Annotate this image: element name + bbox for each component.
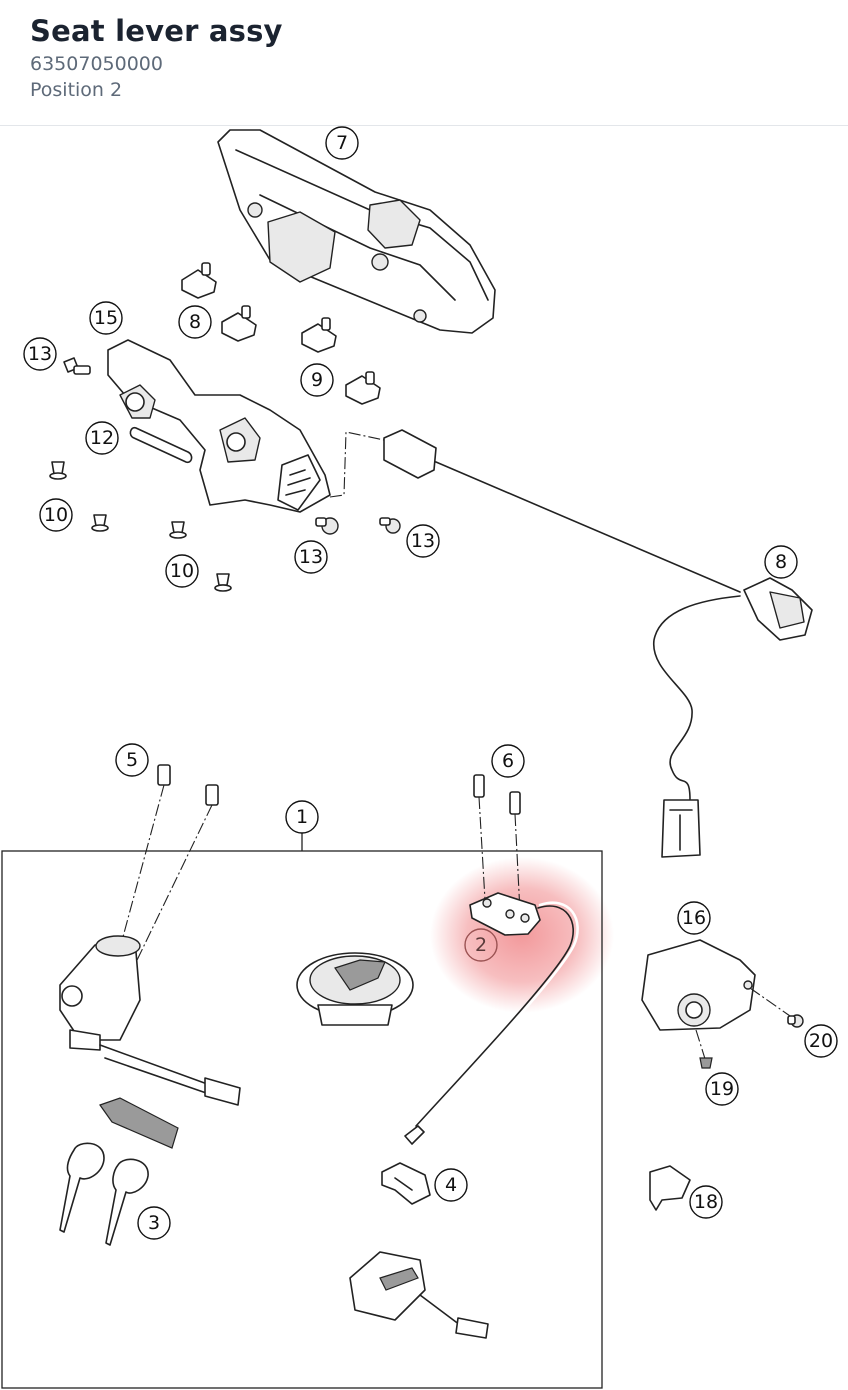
svg-text:8: 8 [775, 551, 787, 573]
svg-text:10: 10 [170, 560, 194, 582]
callout-6[interactable]: 6 [491, 744, 525, 778]
callout-12[interactable]: 12 [85, 421, 119, 455]
svg-text:5: 5 [126, 749, 138, 771]
svg-text:12: 12 [90, 427, 114, 449]
pin-part-12[interactable] [129, 426, 193, 464]
ignition-lock-part-3[interactable] [59, 935, 241, 1246]
lock-housing-part-16[interactable] [641, 939, 791, 1063]
callout-2[interactable]: 2 [464, 928, 498, 962]
fuel-cap[interactable] [296, 952, 414, 1026]
callout-19[interactable]: 19 [705, 1072, 739, 1106]
callout-13b[interactable]: 13 [294, 540, 328, 574]
svg-text:1: 1 [296, 806, 308, 828]
callout-5[interactable]: 5 [115, 743, 149, 777]
screw-part-13[interactable] [63, 357, 401, 535]
callout-4[interactable]: 4 [434, 1168, 468, 1202]
callout-8[interactable]: 8 [764, 545, 798, 579]
svg-text:16: 16 [682, 907, 706, 929]
svg-text:13: 13 [28, 343, 52, 365]
callout-10b[interactable]: 10 [165, 554, 199, 588]
clip-part-18[interactable] [649, 1165, 691, 1211]
control-module[interactable] [349, 1251, 489, 1339]
callout-9b[interactable]: 9 [300, 363, 334, 397]
svg-text:13: 13 [299, 546, 323, 568]
svg-text:4: 4 [445, 1174, 457, 1196]
svg-text:10: 10 [44, 504, 68, 526]
callout-13a[interactable]: 13 [23, 337, 57, 371]
bracket-part-15[interactable] [107, 339, 331, 513]
screw-part-20[interactable] [787, 1014, 804, 1028]
svg-text:7: 7 [336, 132, 348, 154]
part-title: Seat lever assy [30, 14, 283, 48]
bolt-part-10[interactable] [49, 461, 232, 592]
callout-1[interactable]: 1 [285, 800, 319, 834]
callout-20[interactable]: 20 [804, 1024, 838, 1058]
callout-9a[interactable]: 8 [178, 305, 212, 339]
callout-18[interactable]: 18 [689, 1185, 723, 1219]
seat-lever-part-2[interactable] [404, 892, 579, 1145]
screw-part-19[interactable] [699, 1057, 713, 1069]
svg-text:9: 9 [311, 369, 323, 391]
svg-text:20: 20 [809, 1030, 833, 1052]
svg-text:18: 18 [694, 1191, 718, 1213]
callout-10a[interactable]: 10 [39, 498, 73, 532]
part-header: Seat lever assy 63507050000 Position 2 [0, 0, 848, 126]
callout-15[interactable]: 15 [89, 301, 123, 335]
callout-7[interactable]: 7 [325, 126, 359, 160]
svg-text:6: 6 [502, 750, 514, 772]
screw-part-6[interactable] [473, 774, 521, 913]
screw-part-5[interactable] [109, 764, 219, 986]
callout-3[interactable]: 3 [137, 1206, 171, 1240]
svg-text:3: 3 [148, 1212, 160, 1234]
svg-text:8: 8 [189, 311, 201, 333]
clip-part-4[interactable] [381, 1162, 431, 1205]
damper-part-9[interactable] [181, 262, 381, 405]
harness-part-8[interactable] [329, 429, 813, 858]
position-label: Position 2 [30, 79, 123, 101]
svg-text:13: 13 [411, 530, 435, 552]
part-number: 63507050000 [30, 53, 163, 75]
svg-text:15: 15 [94, 307, 118, 329]
svg-text:19: 19 [710, 1078, 734, 1100]
callout-16[interactable]: 16 [677, 901, 711, 935]
dashboard-part-7[interactable] [217, 129, 496, 334]
svg-text:2: 2 [475, 934, 487, 956]
assembly-box-part-1 [1, 833, 603, 1389]
callout-13c[interactable]: 13 [406, 524, 440, 558]
